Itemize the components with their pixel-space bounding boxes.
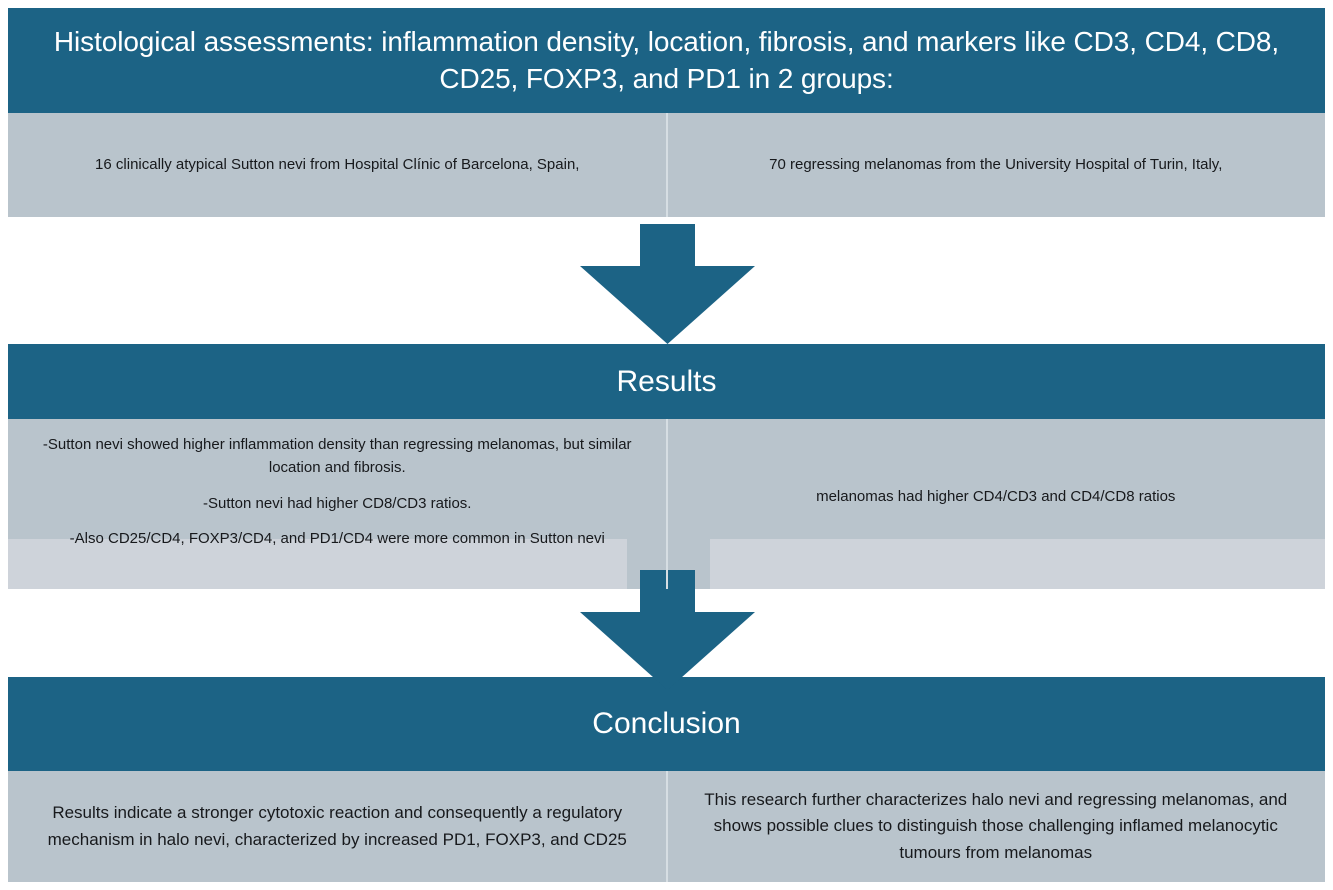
conclusion-left-cell-text: Results indicate a stronger cytotoxic re… (47, 803, 627, 849)
results-right-cell: melanomas had higher CD4/CD3 and CD4/CD8… (667, 419, 1326, 589)
conclusion-column-divider (665, 771, 668, 882)
methods-left-cell: 16 clinically atypical Sutton nevi from … (8, 113, 667, 217)
results-header-title: Results (616, 364, 717, 398)
results-header-band: Results (8, 344, 1325, 419)
conclusion-body-band: Results indicate a stronger cytotoxic re… (8, 771, 1325, 882)
conclusion-left-cell: Results indicate a stronger cytotoxic re… (8, 771, 667, 882)
down-block-arrow-icon-1 (580, 224, 755, 344)
results-left-point-3: -Also CD25/CD4, FOXP3/CD4, and PD1/CD4 w… (69, 529, 605, 547)
methods-header-band: Histological assessments: inflammation d… (8, 8, 1325, 113)
methods-header-title: Histological assessments: inflammation d… (53, 26, 1280, 94)
results-left-cell-text: -Sutton nevi showed higher inflammation … (8, 433, 667, 550)
results-left-point-2: -Sutton nevi had higher CD8/CD3 ratios. (203, 494, 472, 512)
methods-column-divider (665, 113, 668, 217)
methods-right-cell: 70 regressing melanomas from the Univers… (667, 113, 1326, 217)
methods-right-cell-text: 70 regressing melanomas from the Univers… (769, 156, 1223, 174)
results-body-band: -Sutton nevi showed higher inflammation … (8, 419, 1325, 589)
methods-left-cell-text: 16 clinically atypical Sutton nevi from … (95, 156, 580, 174)
results-right-light-strip (710, 539, 1325, 589)
results-column-divider (665, 419, 668, 589)
results-right-cell-text: melanomas had higher CD4/CD3 and CD4/CD8… (816, 488, 1176, 506)
methods-body-band: 16 clinically atypical Sutton nevi from … (8, 113, 1325, 217)
conclusion-header-band: Conclusion (8, 677, 1325, 771)
results-left-light-strip (8, 539, 627, 589)
conclusion-header-title: Conclusion (592, 707, 741, 740)
results-left-point-1: -Sutton nevi showed higher inflammation … (42, 436, 632, 477)
conclusion-right-cell-text: This research further characterizes halo… (704, 789, 1288, 862)
conclusion-right-cell: This research further characterizes halo… (667, 771, 1326, 882)
down-block-arrow-icon-2 (580, 570, 755, 690)
results-left-cell: -Sutton nevi showed higher inflammation … (8, 419, 667, 589)
